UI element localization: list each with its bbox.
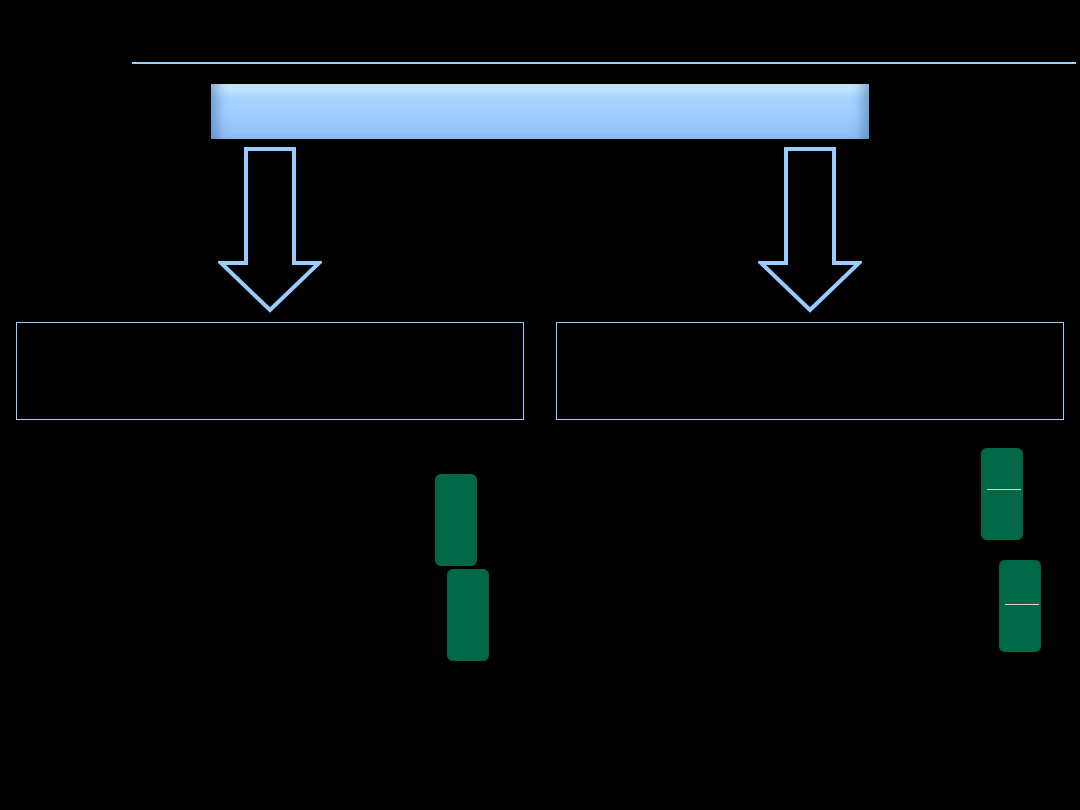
down-arrow-icon [758, 147, 862, 313]
tab-divider-line [987, 489, 1021, 490]
title-banner [211, 84, 869, 139]
green-tab-shape [447, 569, 489, 661]
left-outcome-box [16, 322, 524, 420]
green-tab-shape [999, 560, 1041, 652]
tab-divider-line [1005, 604, 1039, 605]
green-tab-shape [435, 474, 477, 566]
header-divider [132, 62, 1076, 64]
down-arrow-icon [218, 147, 322, 313]
right-outcome-box [556, 322, 1064, 420]
green-tab-shape [981, 448, 1023, 540]
